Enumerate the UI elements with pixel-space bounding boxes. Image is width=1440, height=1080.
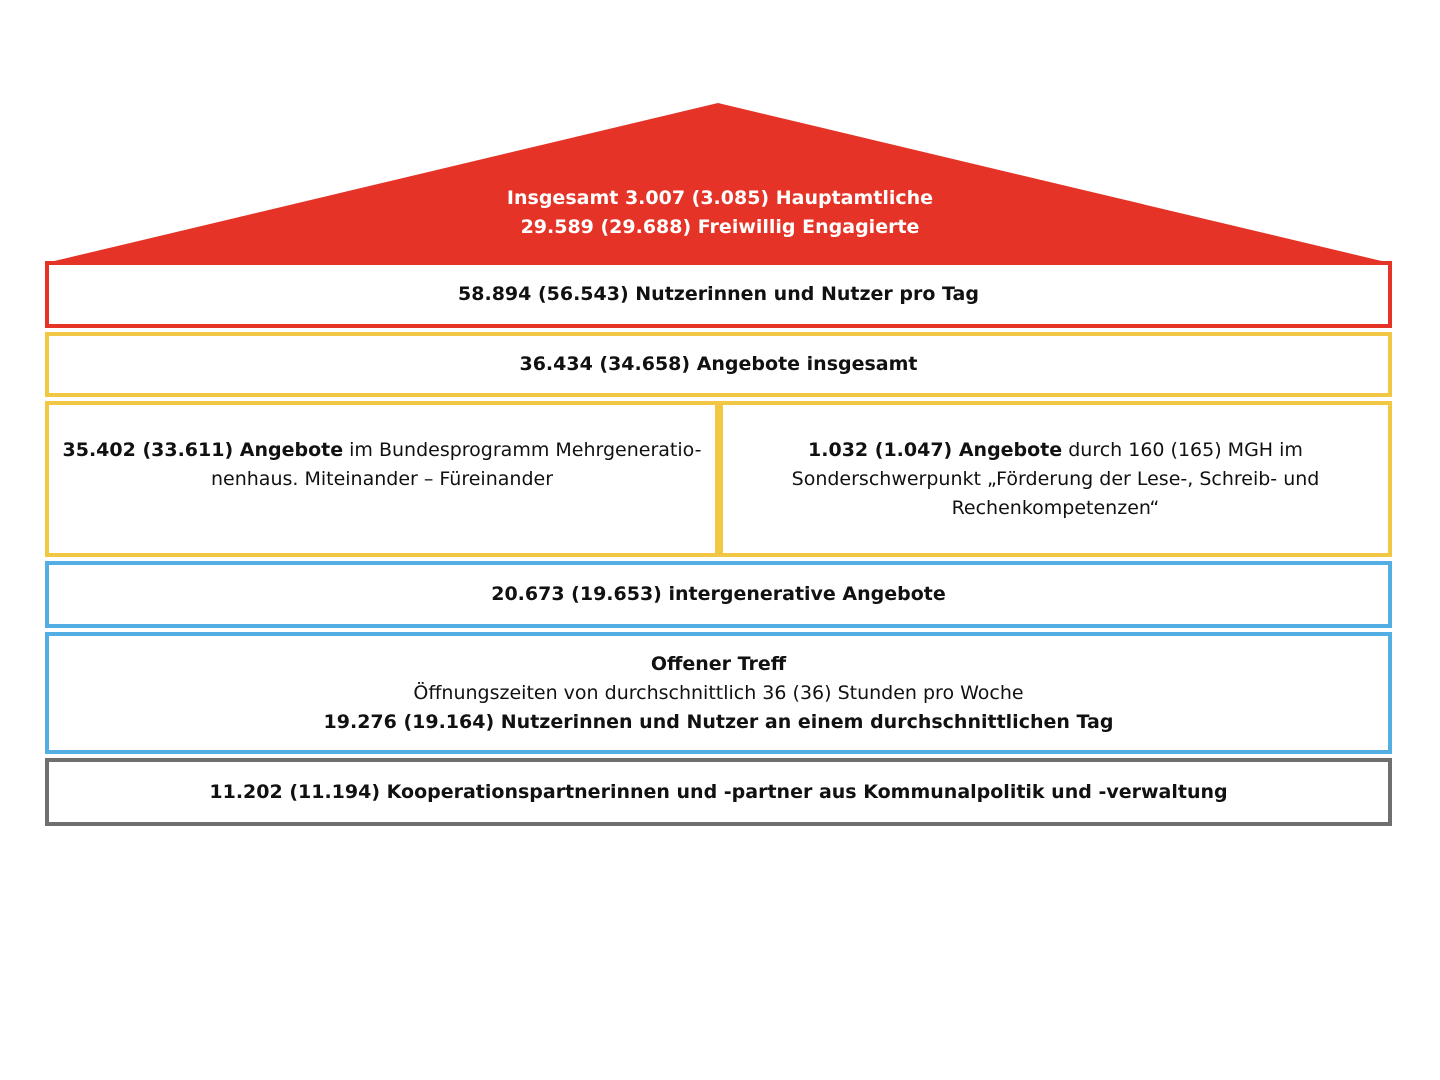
open-meeting-hours: Öffnungszeiten von durchschnittlich 36 (… <box>413 681 1024 704</box>
special-focus-line-3: Rechenkompetenzen“ <box>951 496 1160 519</box>
roof-staff-line: Insgesamt 3.007 (3.085) Hauptamtliche <box>506 187 934 209</box>
roof-label: Insgesamt 3.007 (3.085) Hauptamtliche 29… <box>300 184 1140 242</box>
intergenerational-text: 20.673 (19.653) intergenerative Angebote <box>491 583 946 605</box>
cooperation-text: 11.202 (11.194) Kooperationspartnerinnen… <box>209 780 1228 803</box>
special-focus-count: 1.032 (1.047) Angebote <box>808 438 1063 461</box>
open-meeting-title: Offener Treff <box>650 652 787 675</box>
intergenerational-box: 20.673 (19.653) intergenerative Angebote <box>45 561 1392 628</box>
special-focus-line-1: 1.032 (1.047) Angebote durch 160 (165) M… <box>808 436 1303 465</box>
users-per-day-box: 58.894 (56.543) Nutzerinnen und Nutzer p… <box>45 261 1392 328</box>
federal-program-desc: im Bundesprogramm Mehrgeneratio- <box>343 439 702 461</box>
roof-volunteers-line: 29.589 (29.688) Freiwillig Engagierte <box>520 216 920 238</box>
open-meeting-users: 19.276 (19.164) Nutzerinnen und Nutzer a… <box>323 710 1114 733</box>
federal-program-line-2: nenhaus. Miteinander – Füreinander <box>210 468 554 490</box>
federal-program-offers-box: 35.402 (33.611) Angebote im Bundesprogra… <box>45 401 719 557</box>
special-focus-desc: durch 160 (165) MGH im <box>1062 438 1303 461</box>
federal-program-line-1: 35.402 (33.611) Angebote im Bundesprogra… <box>63 436 702 465</box>
offers-total-text: 36.434 (34.658) Angebote insgesamt <box>519 353 918 375</box>
open-meeting-box: Offener Treff Öffnungszeiten von durchsc… <box>45 632 1392 754</box>
offers-total-box: 36.434 (34.658) Angebote insgesamt <box>45 332 1392 397</box>
roof-triangle <box>46 103 1390 263</box>
special-focus-line-2: Sonderschwerpunkt „Förderung der Lese-, … <box>791 467 1320 490</box>
users-per-day-text: 58.894 (56.543) Nutzerinnen und Nutzer p… <box>458 283 979 305</box>
special-focus-offers-box: 1.032 (1.047) Angebote durch 160 (165) M… <box>719 401 1392 557</box>
federal-program-count: 35.402 (33.611) Angebote <box>62 439 344 461</box>
cooperation-box: 11.202 (11.194) Kooperationspartnerinnen… <box>45 758 1392 826</box>
